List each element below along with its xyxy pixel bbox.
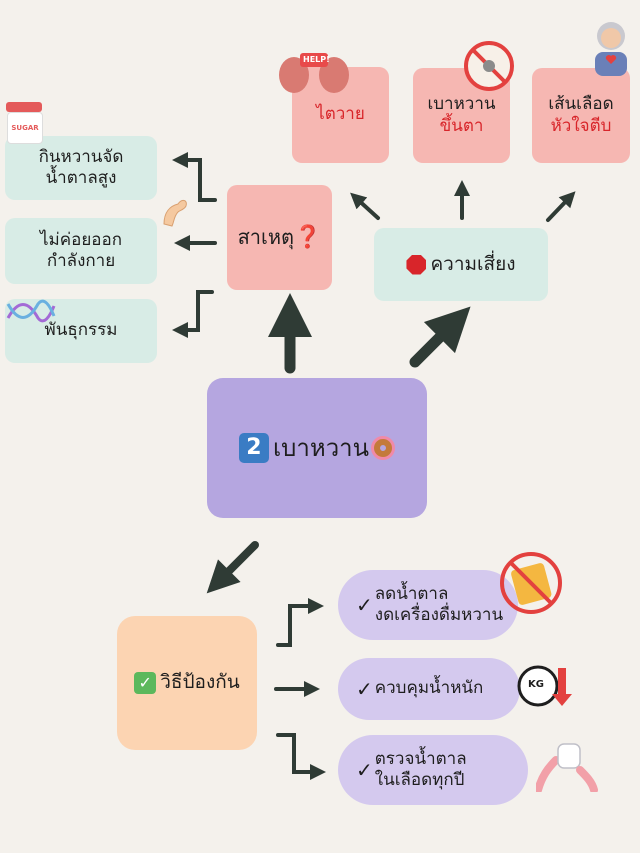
prevention-item-checkup: ✓ ตรวจน้ำตาล ในเลือดทุกปี <box>338 735 528 805</box>
no-sweets-icon <box>463 40 515 92</box>
cause-line1: ไม่ค่อยออก <box>39 229 122 250</box>
no-sugar-pack-icon <box>498 550 564 616</box>
cause-line1: พันธุกรรม <box>44 320 118 341</box>
weight-scale-icon: KG <box>516 664 572 708</box>
cause-item-sweet: กินหวานจัด น้ำตาลสูง <box>5 136 157 200</box>
dna-icon <box>6 296 56 326</box>
center-title: เบาหวาน <box>272 434 370 462</box>
flexed-arm-icon <box>160 194 190 228</box>
cause-node: สาเหตุ ❓ <box>227 185 332 290</box>
risk-node: ความเสี่ยง <box>374 228 548 301</box>
cause-line2: กำลังกาย <box>46 251 116 271</box>
cause-line2: น้ำตาลสูง <box>45 168 117 188</box>
risk-item-heart: เส้นเลือด หัวใจตีบ <box>532 68 630 163</box>
prevention-line2: งดเครื่องดื่มหวาน <box>374 605 504 625</box>
prevention-node: ✓ วิธีป้องกัน <box>117 616 257 750</box>
elderly-heart-icon <box>589 20 633 78</box>
risk-line1: ไตวาย <box>316 104 365 125</box>
prevention-item-sugar: ✓ ลดน้ำตาล งดเครื่องดื่มหวาน <box>338 570 518 640</box>
sugar-jar-icon: SUGAR <box>6 102 43 144</box>
check-icon: ✓ <box>356 758 373 782</box>
number-badge: 2 <box>238 433 269 463</box>
kidney-label: HELP! <box>303 55 330 64</box>
risk-line2: ขึ้นตา <box>439 115 484 136</box>
check-icon: ✓ <box>356 593 373 617</box>
prevention-title: วิธีป้องกัน <box>160 671 240 694</box>
prevention-line2: ในเลือดทุกปี <box>374 770 465 790</box>
cause-title: สาเหตุ <box>237 225 295 249</box>
cause-item-exercise: ไม่ค่อยออก กำลังกาย <box>5 218 157 284</box>
check-icon: ✓ <box>356 677 373 701</box>
risk-title: ความเสี่ยง <box>430 252 516 275</box>
stop-sign-icon <box>406 254 427 275</box>
risk-line1: เบาหวาน <box>427 94 496 115</box>
prevention-line1: ลดน้ำตาล <box>374 583 449 604</box>
glucose-meter-icon <box>534 740 598 794</box>
center-node: 2 เบาหวาน <box>207 378 427 518</box>
checkbox-icon: ✓ <box>134 672 157 694</box>
risk-line1: เส้นเลือด <box>548 94 614 115</box>
donut-icon <box>371 436 396 460</box>
sugar-jar-label: SUGAR <box>11 124 39 132</box>
risk-line2: หัวใจตีบ <box>550 115 612 136</box>
prevention-line1: ตรวจน้ำตาล <box>374 748 467 769</box>
prevention-line1: ควบคุมน้ำหนัก <box>374 678 484 699</box>
prevention-item-weight: ✓ ควบคุมน้ำหนัก <box>338 658 520 720</box>
cause-line1: กินหวานจัด <box>38 146 124 167</box>
question-icon: ❓ <box>294 225 322 250</box>
scale-label: KG <box>528 679 544 690</box>
kidney-icon: HELP! <box>274 47 354 95</box>
